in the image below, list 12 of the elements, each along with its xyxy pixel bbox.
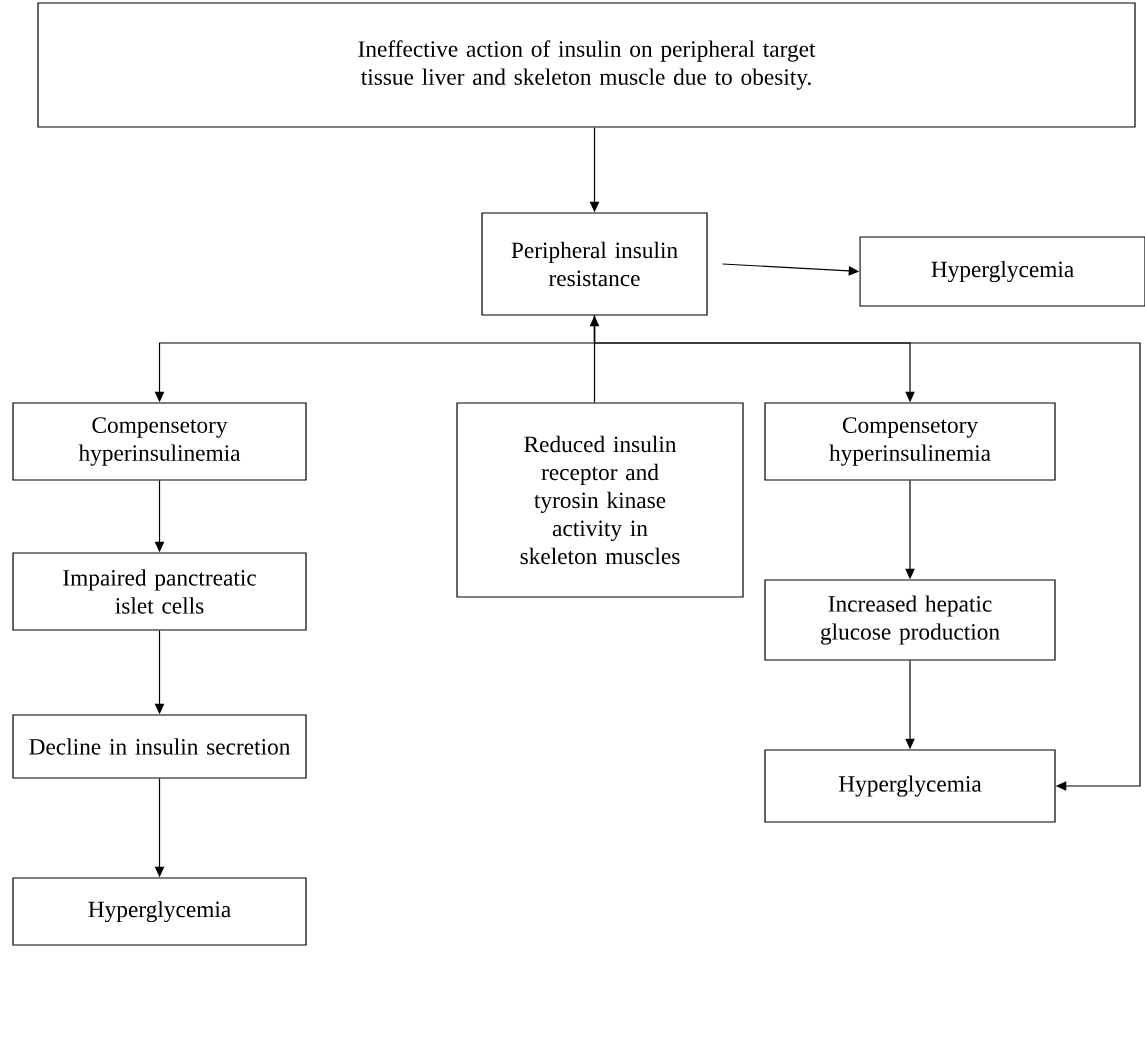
process-box: Ineffective action of insulin on peripheral target tissue liver and skeleton muscle due to obesity. — [37, 2, 1136, 128]
process-box: Impaired panctreatic islet cells — [12, 552, 307, 631]
process-box: Peripheral insulin resistance — [481, 212, 708, 316]
process-box: Decline in insulin secretion — [12, 714, 307, 779]
process-box: Increased hepatic glucose production — [764, 579, 1056, 661]
arrow — [593, 315, 1141, 791]
process-box: Reduced insulin receptor and tyrosin kinase activity in skeleton muscles — [456, 402, 744, 598]
process-box: Hyperglycemia — [12, 877, 307, 946]
process-box: Hyperglycemia — [859, 236, 1145, 307]
process-box: Compensetory hyperinsulinemia — [764, 402, 1056, 481]
process-box: Compensetory hyperinsulinemia — [12, 402, 307, 481]
process-box: Hyperglycemia — [764, 749, 1056, 823]
